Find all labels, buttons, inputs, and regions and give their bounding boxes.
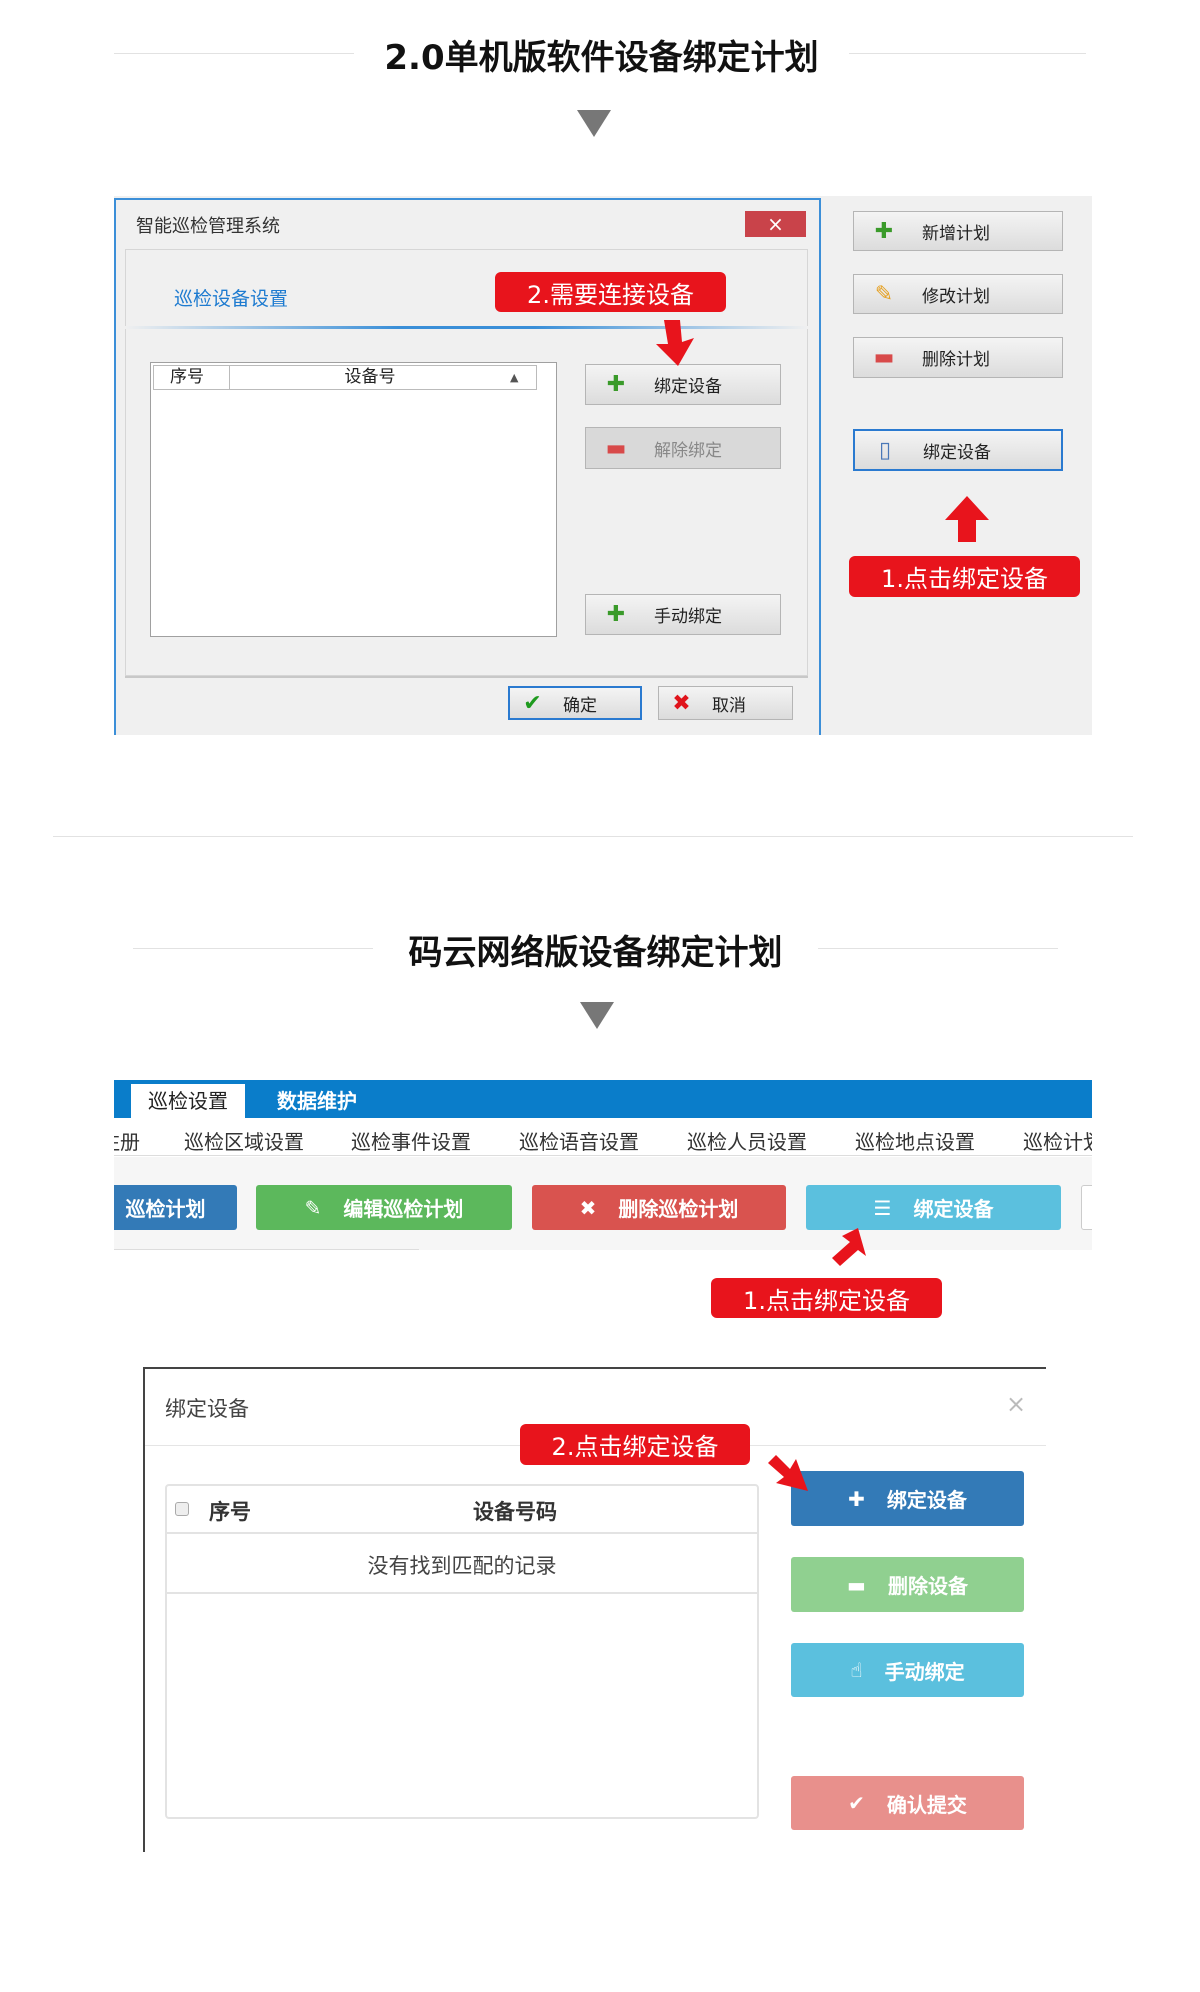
menu-item-voice[interactable]: 巡检语音设置 bbox=[519, 1130, 639, 1154]
divider bbox=[167, 1532, 757, 1534]
x-icon: ✖ bbox=[672, 690, 691, 716]
callout-step2: 2.需要连接设备 bbox=[495, 272, 726, 312]
manual-bind-button[interactable]: ✚手动绑定 bbox=[585, 594, 781, 635]
divider bbox=[133, 948, 373, 949]
minus-icon: ▬ bbox=[847, 1572, 866, 1597]
callout-step1: 1.点击绑定设备 bbox=[849, 556, 1080, 597]
window-title: 智能巡检管理系统 bbox=[136, 216, 280, 237]
table-header: 序号 设备号 ▲ bbox=[153, 365, 537, 390]
tab-data-maintenance[interactable]: 数据维护 bbox=[277, 1089, 357, 1113]
x-icon: ✖ bbox=[579, 1195, 597, 1220]
menu-item-event[interactable]: 巡检事件设置 bbox=[351, 1130, 471, 1154]
empty-message: 没有找到匹配的记录 bbox=[367, 1554, 557, 1578]
bind-device-toolbar-button[interactable]: ☰绑定设备 bbox=[806, 1185, 1061, 1230]
minus-icon: ▬ bbox=[605, 435, 627, 461]
device-table: 序号 设备号 ▲ bbox=[150, 362, 557, 637]
new-plan-button[interactable]: ✚新增计划 bbox=[853, 211, 1063, 251]
bind-device-button[interactable]: ✚绑定设备 bbox=[585, 364, 781, 405]
select-all-checkbox[interactable] bbox=[175, 1502, 189, 1516]
top-tab-bar bbox=[114, 1080, 1092, 1118]
check-icon: ✔ bbox=[848, 1791, 865, 1815]
edit-plan-button[interactable]: ✎修改计划 bbox=[853, 274, 1063, 314]
section-title: 2.0单机版软件设备绑定计划 bbox=[384, 38, 819, 78]
col-device-no[interactable]: 设备号 bbox=[344, 367, 396, 387]
panel-heading: 巡检设备设置 bbox=[174, 288, 289, 310]
plus-icon: ✚ bbox=[848, 1486, 865, 1511]
edit-plan-button[interactable]: ✎编辑巡检计划 bbox=[256, 1185, 512, 1230]
up-arrow-icon bbox=[832, 1228, 866, 1266]
unbind-button[interactable]: ▬解除绑定 bbox=[585, 427, 781, 469]
plan-button[interactable]: 巡检计划 bbox=[114, 1185, 237, 1230]
pencil-icon: ✎ bbox=[874, 281, 894, 307]
sort-up-icon[interactable]: ▲ bbox=[510, 371, 519, 384]
close-icon[interactable]: × bbox=[1006, 1390, 1027, 1418]
submit-button[interactable]: ✔确认提交 bbox=[791, 1776, 1024, 1830]
device-icon: ▯ bbox=[878, 437, 892, 463]
delete-device-button[interactable]: ▬删除设备 bbox=[791, 1557, 1024, 1612]
menu-item-location[interactable]: 巡检地点设置 bbox=[855, 1130, 975, 1154]
col-device-code: 设备号码 bbox=[473, 1500, 557, 1524]
down-arrow-icon bbox=[656, 320, 694, 366]
section-divider bbox=[53, 836, 1133, 837]
col-index: 序号 bbox=[209, 1500, 251, 1524]
delete-plan-button[interactable]: ✖删除巡检计划 bbox=[532, 1185, 786, 1230]
menu-bar: 注册 巡检区域设置 巡检事件设置 巡检语音设置 巡检人员设置 巡检地点设置 巡检… bbox=[114, 1118, 1092, 1156]
section-title: 码云网络版设备绑定计划 bbox=[408, 933, 783, 973]
menu-item-staff[interactable]: 巡检人员设置 bbox=[687, 1130, 807, 1154]
ok-button[interactable]: ✔确定 bbox=[508, 686, 642, 720]
side-bind-device-button[interactable]: ▯绑定设备 bbox=[853, 429, 1063, 471]
device-table: 序号 设备号码 没有找到匹配的记录 bbox=[165, 1484, 759, 1819]
list-icon: ☰ bbox=[873, 1195, 892, 1220]
minus-icon: ▬ bbox=[873, 345, 895, 370]
divider bbox=[818, 948, 1058, 949]
toolbar: 巡检计划 ✎编辑巡检计划 ✖删除巡检计划 ☰绑定设备 bbox=[114, 1157, 1092, 1250]
pencil-icon: ✎ bbox=[304, 1195, 322, 1220]
plus-icon: ✚ bbox=[606, 372, 626, 397]
divider bbox=[167, 1592, 757, 1594]
divider bbox=[114, 1249, 419, 1250]
plus-icon: ✚ bbox=[606, 602, 626, 627]
tab-inspection-settings[interactable]: 巡检设置 bbox=[131, 1084, 245, 1118]
divider bbox=[114, 53, 354, 54]
modal-title: 绑定设备 bbox=[165, 1397, 249, 1421]
callout-step2: 2.点击绑定设备 bbox=[520, 1424, 750, 1465]
cancel-button[interactable]: ✖取消 bbox=[658, 686, 793, 720]
heading-divider bbox=[125, 326, 808, 329]
bind-device-button[interactable]: ✚绑定设备 bbox=[791, 1471, 1024, 1526]
plus-icon: ✚ bbox=[874, 218, 894, 244]
check-icon: ✔ bbox=[523, 690, 542, 716]
hand-pointer-icon: ☝ bbox=[850, 1658, 863, 1682]
up-arrow-icon bbox=[945, 496, 989, 542]
down-triangle-icon bbox=[580, 1002, 614, 1029]
close-button[interactable]: × bbox=[745, 211, 806, 237]
arrow-right-down-icon bbox=[768, 1455, 808, 1491]
menu-item-area[interactable]: 巡检区域设置 bbox=[184, 1130, 304, 1154]
more-button[interactable] bbox=[1081, 1185, 1092, 1230]
col-index[interactable]: 序号 bbox=[154, 366, 230, 389]
delete-plan-button[interactable]: ▬删除计划 bbox=[853, 337, 1063, 378]
divider bbox=[849, 53, 1086, 54]
menu-item-plan[interactable]: 巡检计划 bbox=[1023, 1130, 1092, 1154]
footer-divider bbox=[125, 676, 808, 678]
manual-bind-button[interactable]: ☝手动绑定 bbox=[791, 1643, 1024, 1697]
callout-step1: 1.点击绑定设备 bbox=[711, 1278, 942, 1318]
down-triangle-icon bbox=[577, 110, 611, 137]
menu-item-register[interactable]: 注册 bbox=[114, 1130, 140, 1154]
